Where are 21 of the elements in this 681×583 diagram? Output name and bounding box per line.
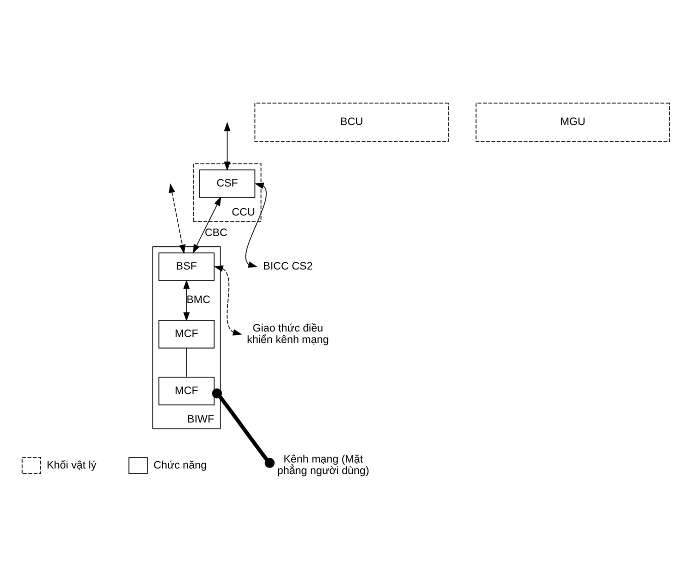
- connector: [212, 388, 275, 468]
- node-box: BCU: [254, 102, 449, 142]
- node-text: BICC CS2: [263, 260, 313, 272]
- node-box: BSF: [158, 252, 215, 280]
- legend-label: Khối vật lý: [46, 458, 96, 471]
- legend-label: Chức năng: [153, 458, 207, 471]
- edge-label: CBC: [204, 226, 228, 239]
- arrow: [192, 196, 222, 254]
- node-box: MGU: [476, 102, 670, 142]
- arrow: [168, 182, 186, 254]
- node-text: Giao thức điều khiển kênh mạng: [246, 322, 329, 346]
- node-text: Kênh mạng (Mặt phẳng người dùng): [277, 452, 370, 476]
- arrow: [214, 264, 242, 335]
- node-box: MCF: [158, 320, 215, 348]
- connector: [186, 347, 187, 377]
- arrow: [224, 121, 230, 170]
- edge-label: BMC: [186, 293, 210, 306]
- arrow: [183, 279, 190, 322]
- node-box: MCF: [158, 376, 215, 405]
- node-box: CSF: [199, 169, 256, 198]
- arrow: [245, 182, 267, 268]
